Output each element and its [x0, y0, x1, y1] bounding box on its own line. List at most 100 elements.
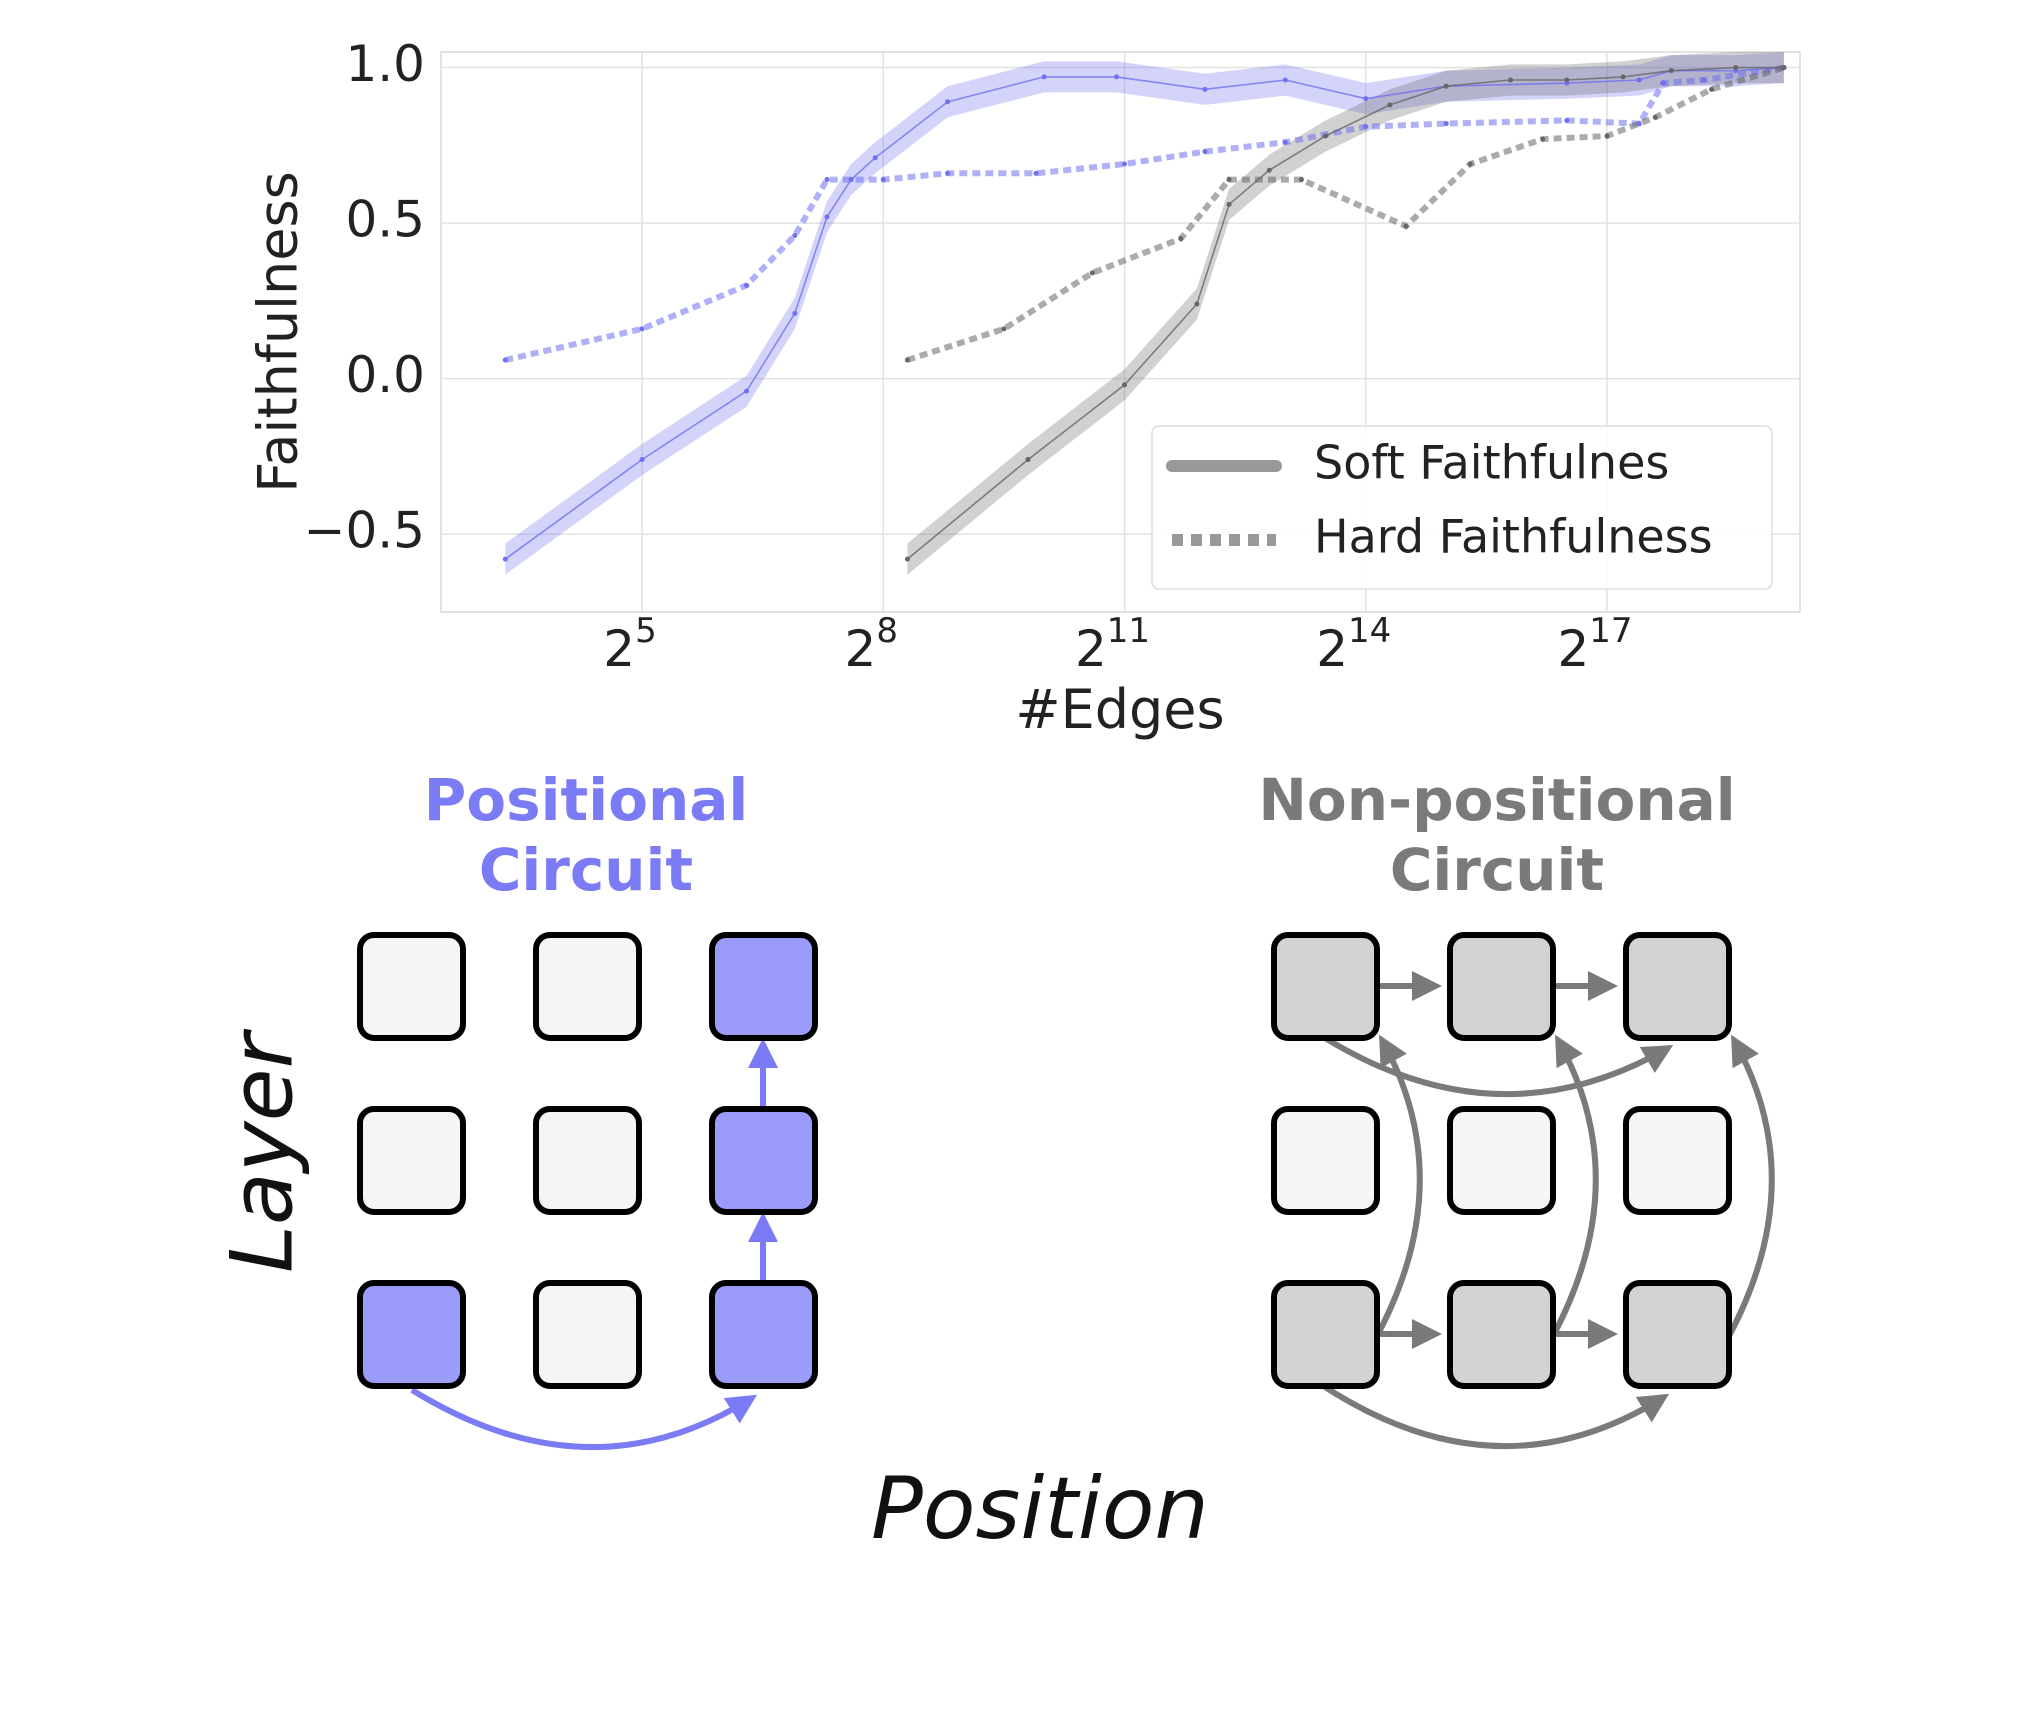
- nonpositional-circuit-grid: [1271, 932, 1732, 1389]
- positional-circuit-grid: [357, 932, 818, 1389]
- nonpositional-node: [1271, 1280, 1380, 1389]
- faithfulness-chart: 1.0 0.5 0.0 −0.5 25 28 211 214 217 Faithfulness…: [247, 35, 1801, 741]
- positional-soft-point: [1282, 77, 1288, 83]
- nonpositional-hard-point: [1467, 161, 1473, 167]
- positional-node: [533, 1106, 642, 1215]
- nonpositional-soft-point: [1733, 65, 1739, 71]
- y-tick-labels: 1.0 0.5 0.0 −0.5: [304, 35, 425, 560]
- nonpositional-hard-point: [1226, 177, 1232, 183]
- y-tick-label: 0.0: [345, 346, 425, 404]
- positional-soft-point: [792, 310, 798, 316]
- np-edge-bottom-0-2-curve: [1323, 1384, 1670, 1449]
- positional-soft-point: [1202, 86, 1208, 92]
- x-tick-label: 28: [845, 611, 898, 678]
- positional-node: [709, 932, 818, 1041]
- positional-node: [533, 932, 642, 1041]
- positional-hard-point: [639, 326, 645, 332]
- positional-soft-point: [639, 457, 645, 463]
- y-axis-label: Faithfulness: [247, 171, 310, 493]
- x-tick-labels: 25 28 211 214 217: [603, 611, 1632, 678]
- positional-soft-point: [824, 214, 830, 220]
- y-tick-label: −0.5: [304, 502, 425, 560]
- nonpositional-hard-point: [904, 357, 910, 363]
- position-axis-label: Position: [871, 1459, 1209, 1559]
- positional-edge-curve: [410, 1387, 758, 1450]
- nonpositional-node: [1623, 932, 1732, 1041]
- nonpositional-soft-point: [1266, 167, 1272, 173]
- positional-hard-point: [792, 233, 798, 239]
- x-tick-label: 25: [603, 611, 656, 678]
- legend-soft-label: Soft Faithfulnes: [1314, 436, 1669, 490]
- np-edge-bottom1-top2-curve: [1550, 1034, 1599, 1338]
- positional-node: [709, 1280, 818, 1389]
- nonpositional-node: [1623, 1106, 1732, 1215]
- positional-hard-point: [824, 177, 830, 183]
- positional-hard-point: [1701, 77, 1707, 83]
- x-tick-label: 214: [1316, 611, 1391, 678]
- x-tick-label: 211: [1075, 611, 1150, 678]
- nonpositional-soft-point: [1323, 133, 1329, 139]
- circuit-diagram: Positional Circuit Non-positional Circui…: [212, 766, 1775, 1559]
- nonpositional-soft-point: [1122, 382, 1128, 388]
- positional-hard-point: [880, 177, 886, 183]
- y-tick-label: 0.5: [345, 191, 425, 249]
- nonpositional-soft-point: [1668, 68, 1674, 74]
- nonpositional-node: [1447, 1106, 1556, 1215]
- positional-hard-point: [1363, 124, 1369, 130]
- nonpositional-soft-point: [1443, 83, 1449, 89]
- legend: Soft Faithfulnes Hard Faithfulness: [1151, 425, 1773, 590]
- positional-edges: [410, 1038, 778, 1450]
- nonpositional-title-line-1: Non-positional: [1258, 766, 1735, 834]
- positional-soft-point: [1363, 96, 1369, 102]
- positional-node: [357, 1280, 466, 1389]
- positional-hard-point: [1564, 117, 1570, 123]
- positional-hard-point: [1122, 161, 1128, 167]
- positional-soft-point: [872, 155, 878, 161]
- positional-hard-point: [848, 177, 854, 183]
- nonpositional-node: [1623, 1280, 1732, 1389]
- positional-node: [533, 1280, 642, 1389]
- nonpositional-soft-point: [1025, 457, 1031, 463]
- positional-hard-point: [744, 282, 750, 288]
- legend-box: [1151, 425, 1773, 590]
- nonpositional-hard-point: [1709, 86, 1715, 92]
- nonpositional-soft-point: [1564, 77, 1570, 83]
- positional-hard-point: [1636, 121, 1642, 127]
- np-edge-bottom2-top3-curve: [1726, 1034, 1775, 1338]
- positional-hard-point: [1660, 80, 1666, 86]
- y-tick-label: 1.0: [345, 35, 425, 93]
- nonpositional-soft-point: [1226, 201, 1232, 207]
- nonpositional-edges: [1323, 971, 1775, 1449]
- nonpositional-hard-point: [1652, 114, 1658, 120]
- positional-hard-point: [1443, 121, 1449, 127]
- nonpositional-node: [1447, 1280, 1556, 1389]
- positional-hard-point: [1033, 170, 1039, 176]
- positional-node: [357, 932, 466, 1041]
- positional-hard-point: [502, 357, 508, 363]
- positional-title-line-1: Positional: [424, 766, 749, 834]
- nonpositional-hard-point: [1001, 326, 1007, 332]
- positional-node: [709, 1106, 818, 1215]
- nonpositional-node: [1271, 932, 1380, 1041]
- nonpositional-hard-point: [1089, 270, 1095, 276]
- positional-soft-point: [1113, 74, 1119, 80]
- np-edge-bottom0-top1-curve: [1374, 1034, 1423, 1338]
- positional-soft-point: [1636, 77, 1642, 83]
- nonpositional-node: [1447, 932, 1556, 1041]
- nonpositional-title-line-2: Circuit: [1390, 836, 1604, 904]
- nonpositional-soft-point: [904, 556, 910, 562]
- nonpositional-node: [1271, 1106, 1380, 1215]
- layer-axis-label: Layer: [212, 1028, 312, 1272]
- nonpositional-hard-point: [1403, 223, 1409, 229]
- np-edge-top-0-2-curve: [1323, 1035, 1674, 1097]
- x-axis-label: #Edges: [1015, 678, 1224, 741]
- nonpositional-soft-point: [1620, 74, 1626, 80]
- nonpositional-hard-point: [1178, 236, 1184, 242]
- nonpositional-hard-point: [1604, 133, 1610, 139]
- legend-hard-label: Hard Faithfulness: [1314, 510, 1713, 564]
- nonpositional-hard-point: [1298, 177, 1304, 183]
- positional-hard-point: [1202, 149, 1208, 155]
- positional-soft-point: [502, 556, 508, 562]
- positional-hard-point: [945, 170, 951, 176]
- x-tick-label: 217: [1557, 611, 1632, 678]
